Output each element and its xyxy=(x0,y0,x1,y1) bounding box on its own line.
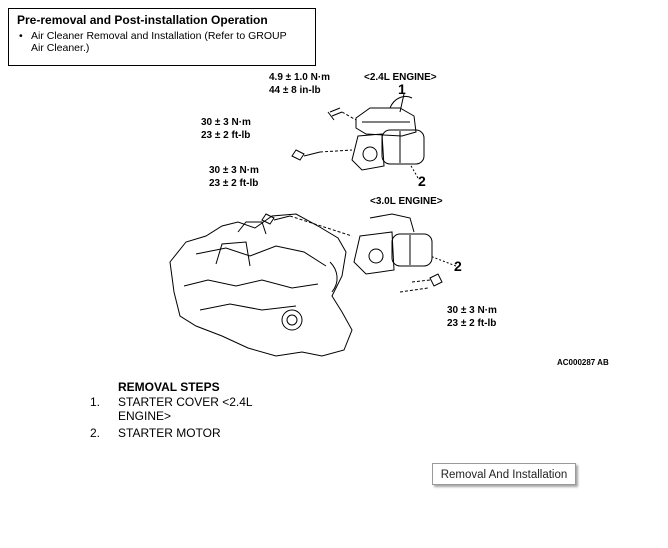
pre-removal-item-line1: Air Cleaner Removal and Installation (Re… xyxy=(31,30,287,42)
left-bolt-1 xyxy=(291,149,305,161)
pre-removal-box: Pre-removal and Post-installation Operat… xyxy=(8,8,316,66)
engine-label-24: <2.4L ENGINE> xyxy=(364,72,437,83)
torque-left1-ftlb: 23 ± 2 ft-lb xyxy=(201,130,251,141)
right-bolt xyxy=(429,273,443,287)
torque-left1-nm: 30 ± 3 N·m xyxy=(201,117,251,128)
pre-removal-item-line2: Air Cleaner.) xyxy=(31,42,90,54)
removal-steps: REMOVAL STEPS 1. STARTER COVER <2.4L ENG… xyxy=(90,380,268,443)
left-bolt-2 xyxy=(261,213,275,225)
step-number: 1. xyxy=(90,395,101,409)
pre-removal-item: • Air Cleaner Removal and Installation (… xyxy=(17,30,307,54)
step-text: STARTER COVER <2.4L ENGINE> xyxy=(118,395,253,423)
starter-motor-30 xyxy=(391,233,433,267)
torque-right-nm: 30 ± 3 N·m xyxy=(447,305,497,316)
starter-motor-24 xyxy=(381,129,425,165)
torque-top-inlb: 44 ± 8 in-lb xyxy=(269,85,321,96)
torque-right-ftlb: 23 ± 2 ft-lb xyxy=(447,318,497,329)
callout-1: 1 xyxy=(398,81,406,97)
callout-2a: 2 xyxy=(418,173,426,189)
step-text: STARTER MOTOR xyxy=(118,426,221,440)
removal-and-installation-button[interactable]: Removal And Installation xyxy=(432,463,576,485)
transmission-outline xyxy=(169,213,353,357)
step-item: 2. STARTER MOTOR xyxy=(90,426,268,440)
callout-2b: 2 xyxy=(454,258,462,274)
figure-code: AC000287 AB xyxy=(557,358,609,367)
torque-top-nm: 4.9 ± 1.0 N·m xyxy=(269,72,331,83)
starter-cover-24 xyxy=(355,107,417,137)
step-number: 2. xyxy=(90,426,101,440)
torque-left2-ftlb: 23 ± 2 ft-lb xyxy=(209,178,259,189)
torque-left2-nm: 30 ± 3 N·m xyxy=(209,165,259,176)
top-bolt xyxy=(327,107,343,121)
pre-removal-title: Pre-removal and Post-installation Operat… xyxy=(17,13,268,27)
engine-label-30: <3.0L ENGINE> xyxy=(370,196,443,207)
bullet-icon: • xyxy=(19,30,23,42)
removal-steps-heading: REMOVAL STEPS xyxy=(118,380,220,394)
step-item: 1. STARTER COVER <2.4L ENGINE> xyxy=(90,395,268,423)
